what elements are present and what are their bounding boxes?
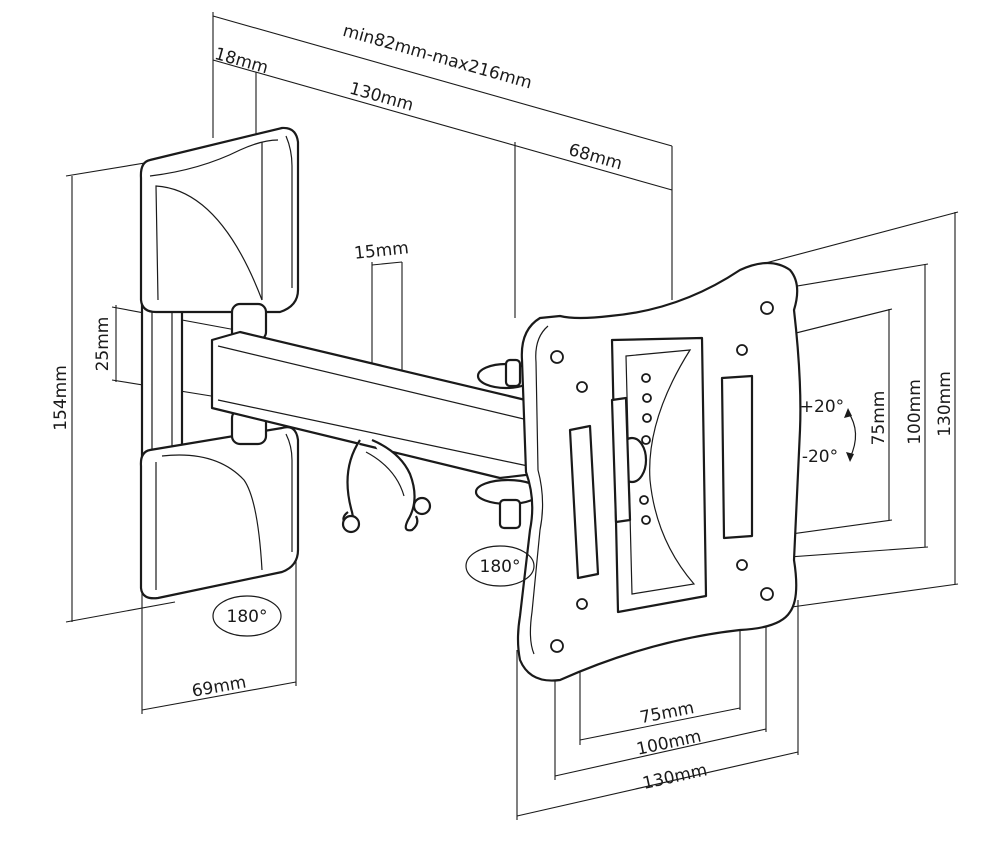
head-rotation-label: 180°: [480, 557, 521, 577]
wall-plate-width-label: 69mm: [190, 672, 247, 701]
vesa-h130-label: 130mm: [641, 760, 709, 794]
wall-plate-height-label: 154mm: [51, 365, 71, 431]
swing-arm: [210, 330, 542, 530]
tilt-down-label: -20°: [802, 447, 838, 467]
vesa-v75-label: 75mm: [869, 391, 889, 446]
rotation-symbols: [212, 408, 857, 637]
arm-gap-label: 15mm: [353, 238, 410, 264]
vesa-h100-label: 100mm: [635, 727, 703, 760]
head-rotation-ellipse: [465, 545, 535, 587]
wall-plate-depth-label: 18mm: [212, 44, 270, 78]
wall-rotation-ellipse: [212, 595, 282, 637]
dimension-lines: [65, 12, 959, 820]
arm-extension-label: 68mm: [566, 140, 624, 174]
wall-plate: [139, 126, 300, 600]
tilt-up-label: +20°: [800, 397, 844, 417]
wall-plate-bottom-block: [139, 426, 300, 600]
arm-height-label: 25mm: [93, 317, 113, 372]
arm-length-label: 130mm: [347, 79, 416, 116]
vesa-h75-label: 75mm: [638, 698, 696, 728]
vesa-plate: [516, 261, 802, 682]
wall-rotation-label: 180°: [227, 607, 268, 627]
vesa-v100-label: 100mm: [905, 379, 925, 445]
wall-plate-rail: [140, 294, 184, 464]
vesa-v130-label: 130mm: [935, 371, 955, 437]
wall-plate-top-block: [139, 126, 300, 314]
cable-hook: [341, 438, 432, 534]
